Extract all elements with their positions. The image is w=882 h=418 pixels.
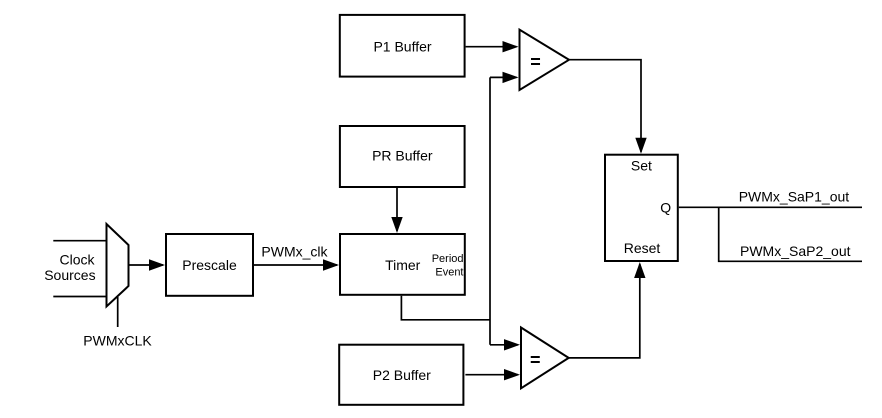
svg-text:Sources: Sources — [44, 267, 95, 283]
svg-text:=: = — [530, 52, 541, 72]
svg-text:=: = — [530, 350, 541, 370]
svg-text:PWMx_SaP2_out: PWMx_SaP2_out — [740, 243, 851, 259]
svg-text:Event: Event — [435, 266, 463, 278]
svg-text:PWMx_SaP1_out: PWMx_SaP1_out — [739, 189, 850, 205]
svg-text:P1 Buffer: P1 Buffer — [373, 38, 431, 54]
svg-text:Set: Set — [631, 158, 652, 174]
svg-text:Timer: Timer — [385, 257, 421, 273]
svg-text:PR Buffer: PR Buffer — [372, 148, 433, 164]
svg-text:P2 Buffer: P2 Buffer — [373, 367, 431, 383]
svg-text:Period: Period — [432, 253, 464, 265]
svg-text:PWMx_clk: PWMx_clk — [261, 244, 328, 260]
svg-text:Clock: Clock — [59, 251, 95, 267]
svg-text:Prescale: Prescale — [182, 257, 237, 273]
svg-text:Reset: Reset — [624, 240, 661, 256]
svg-text:PWMxCLK: PWMxCLK — [83, 333, 152, 349]
svg-text:Q: Q — [660, 200, 671, 216]
